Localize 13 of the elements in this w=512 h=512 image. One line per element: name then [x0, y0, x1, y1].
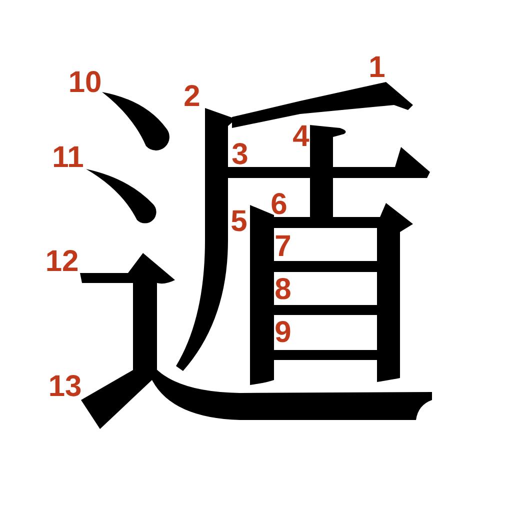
stroke-number: 2	[184, 86, 200, 108]
stroke-number: 1	[368, 57, 386, 79]
stroke-number: 13	[48, 376, 82, 398]
stroke-number: 10	[68, 72, 102, 94]
stroke-number: 12	[45, 251, 79, 273]
stroke-number: 5	[230, 211, 248, 233]
stroke-number: 8	[274, 279, 292, 301]
stroke-number: 6	[270, 194, 288, 216]
stroke-number: 7	[274, 236, 292, 258]
stroke-number: 4	[292, 126, 310, 148]
stroke-number: 9	[274, 322, 292, 344]
stroke-number: 11	[52, 147, 84, 169]
stroke-number: 3	[232, 144, 248, 166]
